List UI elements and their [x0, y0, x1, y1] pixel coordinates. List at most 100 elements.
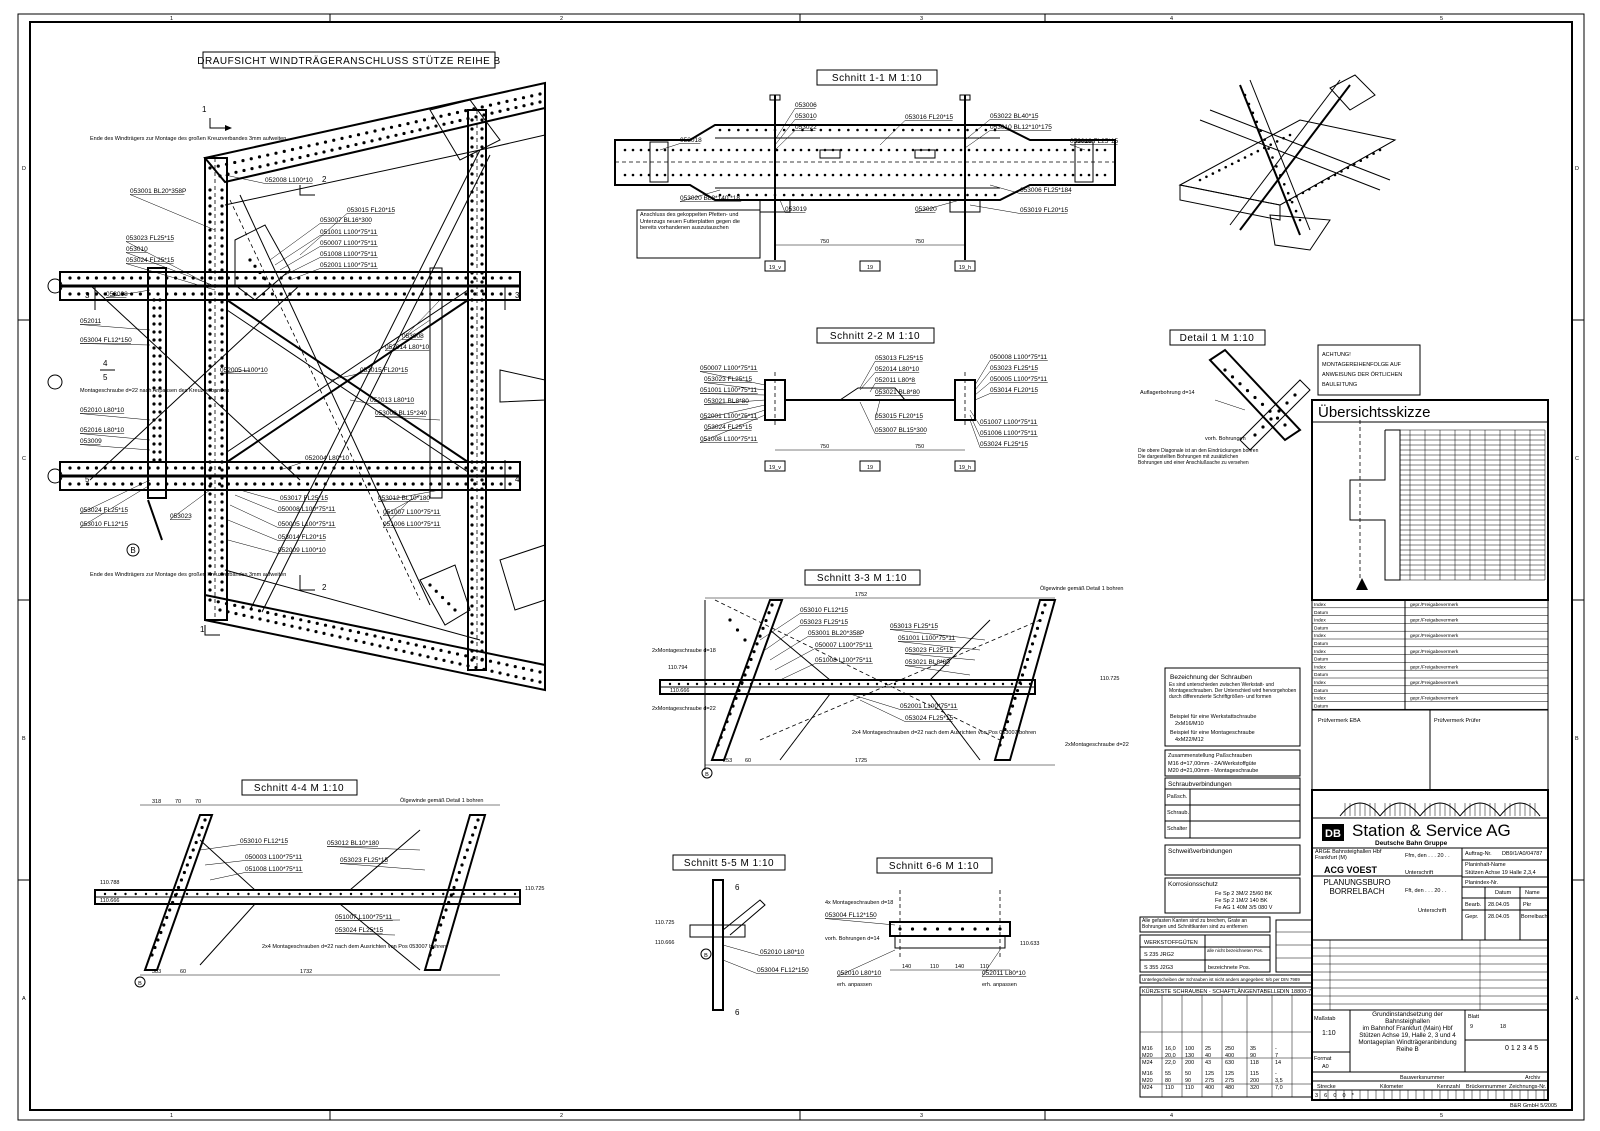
shaft-table-cell: M24: [1142, 1060, 1153, 1066]
dimension: 70: [195, 799, 201, 805]
dimension: 60: [180, 969, 186, 975]
bolt: [282, 614, 286, 618]
bolt: [450, 660, 454, 664]
axis-marker: [764, 460, 786, 472]
bolt: [773, 128, 777, 132]
part-label: 053009: [80, 438, 102, 445]
bolt: [803, 682, 807, 686]
bolt: [480, 523, 484, 527]
bolt: [482, 113, 486, 117]
bolt: [390, 892, 394, 896]
bolt: [158, 458, 162, 462]
bolt: [394, 292, 398, 296]
bolt: [323, 623, 328, 627]
bolt: [490, 292, 494, 296]
bolt: [783, 173, 787, 177]
bolt: [679, 173, 683, 177]
axis-label: B: [705, 772, 709, 778]
bolt: [470, 226, 474, 230]
bolt: [208, 524, 212, 528]
note: 2xMontageschraube d=22: [652, 706, 716, 712]
shaft-table-cell: 35: [1250, 1046, 1256, 1052]
bolt: [1286, 191, 1290, 195]
bolt: [288, 276, 292, 280]
bolt: [480, 280, 484, 284]
axis-marker: [954, 460, 976, 472]
bolt: [220, 308, 224, 312]
bolt: [480, 172, 484, 176]
bolt: [719, 735, 723, 739]
bolt: [434, 657, 438, 661]
bolt: [480, 235, 484, 239]
part-label: 053019: [785, 206, 807, 213]
bolt: [340, 627, 344, 631]
bolt: [755, 642, 759, 646]
bolt: [208, 212, 212, 216]
bolt: [455, 878, 459, 882]
bolt: [68, 276, 72, 280]
section-mark: 6: [735, 883, 740, 892]
bolt: [807, 173, 811, 177]
bolt: [746, 193, 749, 197]
bolt: [857, 682, 861, 686]
bearb-label: Bearb.: [1465, 902, 1482, 908]
bolt: [1245, 389, 1250, 393]
bolt: [197, 833, 201, 837]
bolt: [220, 356, 224, 360]
bolt: [887, 148, 891, 152]
frame-col-label: 1: [170, 16, 173, 22]
bolt: [208, 228, 212, 232]
bolt: [158, 426, 162, 430]
dimension: 1732: [300, 969, 312, 975]
bolt: [282, 149, 286, 153]
part-label: 053023 FL25*15: [800, 619, 848, 626]
company-name: Station & Service AG: [1352, 821, 1511, 840]
bolt: [209, 466, 213, 470]
bolt: [743, 173, 747, 177]
bolt: [1103, 148, 1107, 152]
bolt: [253, 276, 257, 280]
bolt: [235, 276, 239, 280]
bolt: [420, 466, 424, 470]
bolt: [1008, 712, 1012, 716]
detail-label: vorh. Bohrungen: [1205, 436, 1246, 442]
bolt: [819, 193, 823, 197]
bolt: [237, 892, 240, 896]
bolt: [687, 173, 691, 177]
dimension: 750: [915, 444, 924, 450]
bolt: [216, 164, 220, 168]
bolt: [480, 469, 484, 473]
level: 110.788: [100, 880, 119, 886]
bolt: [782, 193, 786, 197]
bolt: [306, 292, 310, 296]
bolt: [279, 292, 283, 296]
bolt: [402, 292, 406, 296]
bolt: [241, 605, 245, 609]
bolt: [735, 173, 739, 177]
bolt: [776, 682, 780, 686]
title-block: DB Station & Service AG Deutsche Bahn Gr…: [1311, 789, 1557, 1109]
bolt: [358, 466, 362, 470]
bolt: [470, 577, 474, 581]
bolt: [1063, 148, 1067, 152]
bolt: [220, 300, 224, 304]
bolt: [150, 953, 154, 957]
bolt: [112, 482, 116, 486]
bolt: [731, 704, 735, 708]
bolt: [455, 110, 460, 115]
bolt: [1000, 735, 1005, 739]
bolt: [985, 927, 990, 931]
bolt: [158, 378, 162, 382]
bolt: [998, 743, 1002, 747]
bolt: [828, 128, 832, 132]
level: 110.725: [1100, 676, 1119, 682]
bolt: [480, 658, 484, 662]
format: A0: [1322, 1064, 1329, 1070]
revision-cell: Index: [1314, 633, 1326, 639]
bolt: [470, 253, 474, 257]
axis-label: 19_h: [959, 265, 971, 271]
bolt: [341, 292, 345, 296]
bolt: [497, 661, 501, 665]
section-note: Anschluss des gekoppelten Pfetten- und U…: [640, 212, 740, 231]
